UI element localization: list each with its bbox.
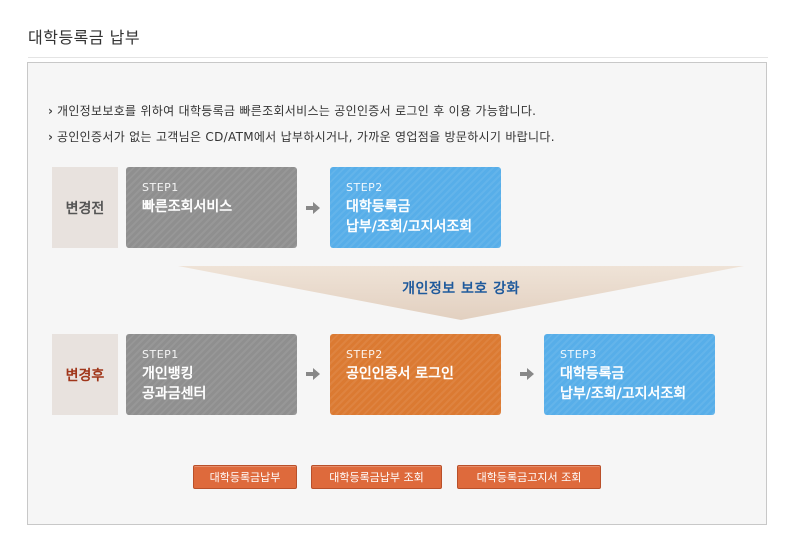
step-number: STEP1 [142,181,179,194]
step-label: 빠른조회서비스 [142,199,233,215]
tuition-notice-inquiry-button[interactable]: 대학등록금고지서 조회 [457,465,601,489]
step-label: 공인인증서 로그인 [346,366,454,382]
after-step-1: STEP1 개인뱅킹 공과금센터 [126,334,297,415]
tuition-payment-inquiry-button[interactable]: 대학등록금납부 조회 [311,465,442,489]
banner-text: 개인정보 보호 강화 [402,281,520,297]
chevron-right-icon: › [48,104,54,118]
after-step-3: STEP3 대학등록금 납부/조회/고지서조회 [544,334,715,415]
tuition-payment-button[interactable]: 대학등록금납부 [193,465,297,489]
before-step-1: STEP1 빠른조회서비스 [126,167,297,248]
step-label: 개인뱅킹 공과금센터 [142,364,297,404]
funnel-banner [178,266,744,320]
step-label-line: 대학등록금 [560,366,625,382]
step-number: STEP2 [346,181,383,194]
before-label: 변경전 [52,167,118,248]
arrow-right-icon [306,202,320,214]
after-step-2: STEP2 공인인증서 로그인 [330,334,501,415]
step-label-line: 개인뱅킹 [142,366,194,382]
page-title: 대학등록금 납부 [28,28,141,47]
chevron-right-icon: › [48,130,54,144]
notice-text: 공인인증서가 없는 고객님은 CD/ATM에서 납부하시거나, 가까운 영업점을… [57,130,555,144]
title-divider [28,57,768,58]
step-number: STEP3 [560,348,597,361]
notice-text: 개인정보보호를 위하여 대학등록금 빠른조회서비스는 공인인증서 로그인 후 이… [57,104,537,118]
notice-item: ›공인인증서가 없는 고객님은 CD/ATM에서 납부하시거나, 가까운 영업점… [48,128,555,145]
arrow-right-icon [520,368,534,380]
notice-item: ›개인정보보호를 위하여 대학등록금 빠른조회서비스는 공인인증서 로그인 후 … [48,102,536,119]
after-label: 변경후 [52,334,118,415]
step-label: 대학등록금 납부/조회/고지서조회 [346,197,501,237]
before-step-2: STEP2 대학등록금 납부/조회/고지서조회 [330,167,501,248]
step-label-line: 대학등록금 [346,199,411,215]
arrow-right-icon [306,368,320,380]
step-number: STEP1 [142,348,179,361]
step-label-line: 납부/조회/고지서조회 [346,219,473,235]
step-label-line: 납부/조회/고지서조회 [560,386,687,402]
step-label: 대학등록금 납부/조회/고지서조회 [560,364,715,404]
step-label-line: 공과금센터 [142,386,207,402]
step-number: STEP2 [346,348,383,361]
